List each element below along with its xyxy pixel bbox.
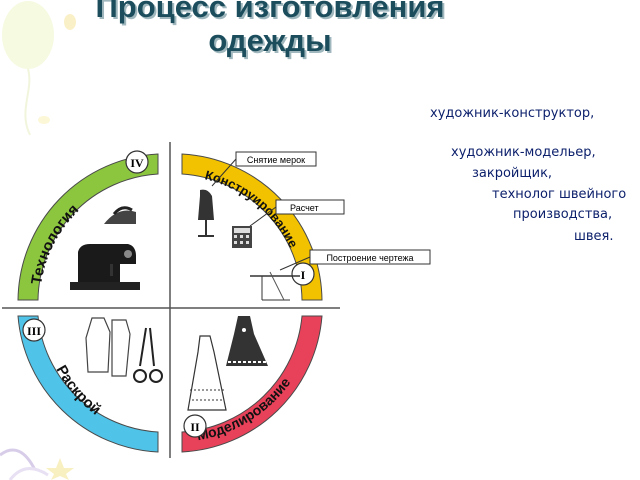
sector-construction-arc [181,153,323,301]
dress-sketch-icon [187,335,227,411]
svg-text:I: I [301,268,306,282]
svg-text:II: II [190,420,200,434]
numeral-badge-i: I [291,262,315,286]
calculator-icon [232,226,252,248]
svg-text:Расчет: Расчет [290,203,319,213]
dress-form-icon [198,189,214,237]
label-measurements: Снятие мерок [211,151,317,187]
ruler-drafting-icon [250,271,300,301]
scissors-icon [133,327,163,383]
iron-icon [104,206,136,224]
svg-text:IV: IV [130,156,144,170]
balloon-decoration [2,1,76,136]
dress-patterned-icon [226,316,268,366]
label-calculation: Расчет [249,199,345,227]
numeral-badge-ii: II [183,414,207,438]
svg-text:III: III [27,324,41,338]
svg-text:Построение чертежа: Построение чертежа [326,253,413,263]
svg-text:Снятие мерок: Снятие мерок [247,155,305,165]
sewing-machine-icon [70,244,140,290]
clothing-process-diagram: Технология Конструирование Моделирование… [2,142,431,458]
bottom-left-decoration [0,448,74,480]
label-drafting: Построение чертежа [279,249,431,271]
numeral-badge-iii: III [22,318,46,342]
numeral-badge-iv: IV [125,150,149,174]
page-title: Процесс изготовления одежды [95,0,445,58]
pattern-pieces-icon [85,317,131,377]
sector-modeling-arc [181,315,323,453]
